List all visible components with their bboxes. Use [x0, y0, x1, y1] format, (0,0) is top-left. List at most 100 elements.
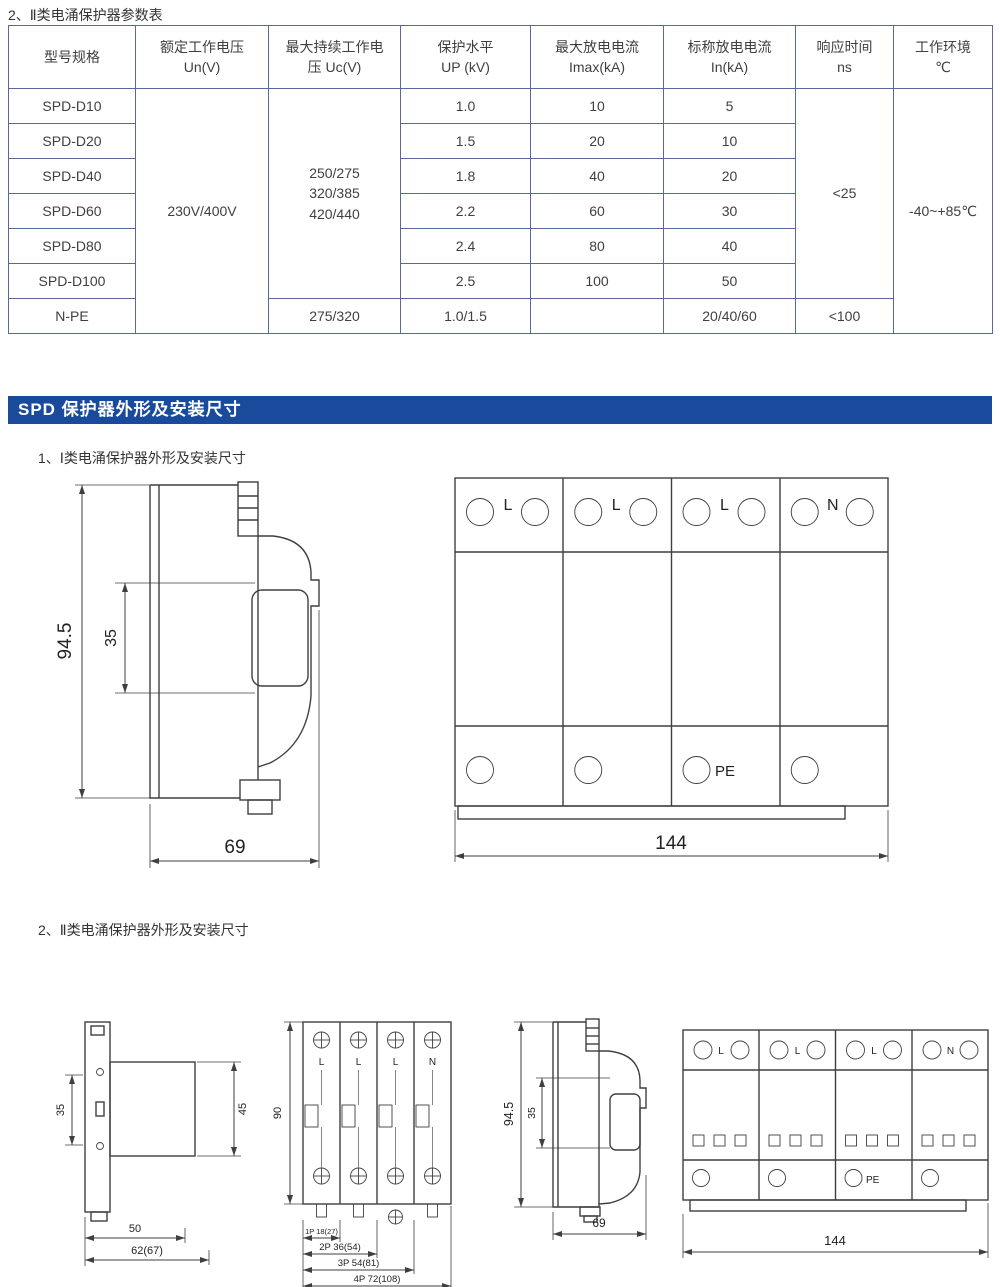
col-header-inom: 标称放电电流 In(kA)	[663, 25, 796, 89]
cell-model: SPD-D10	[8, 88, 136, 124]
col-header-up: 保护水平 UP (kV)	[400, 25, 531, 89]
col-header-model: 型号规格	[8, 25, 136, 89]
cell-uc-merged: 250/275 320/385 420/440	[268, 88, 401, 299]
header-text: ℃	[935, 59, 951, 75]
header-text: Un(V)	[183, 59, 221, 75]
cell-uc: 275/320	[268, 298, 401, 334]
table-row: SPD-D80 2.4 80 40	[8, 228, 993, 264]
header-text: Imax(kA)	[569, 59, 625, 75]
cell-un-merged: 230V/400V	[135, 88, 269, 334]
cell-imax: 100	[530, 263, 664, 299]
cell-up: 1.0	[400, 88, 531, 124]
dim-4p-label: 4P 72(108)	[354, 1274, 401, 1285]
class1-heading: 1、Ⅰ类电涌保护器外形及安装尺寸	[38, 450, 246, 466]
cell-inom: 20	[663, 158, 796, 194]
class1-front-view-drawing: L L L N PE 144	[454, 477, 889, 862]
cell-model: SPD-D20	[8, 123, 136, 159]
dim-w2-label: 62(67)	[131, 1245, 163, 1257]
header-row: 型号规格 额定工作电压 Un(V) 最大持续工作电压 Uc(V) 保护水平 UP (…	[8, 25, 993, 89]
terminal-label-n: N	[947, 1046, 954, 1057]
cell-inom: 50	[663, 263, 796, 299]
cell-imax: 10	[530, 88, 664, 124]
pe-terminal-label: PE	[866, 1175, 880, 1186]
table-row: SPD-D20 1.5 20 10	[8, 123, 993, 159]
class2-rail-side-view-drawing: 94.5 35 69	[502, 1018, 647, 1240]
dim-height-label: 94.5	[502, 1102, 516, 1126]
header-text: 压 Uc(V)	[307, 59, 362, 75]
header-text: In(kA)	[710, 59, 749, 75]
dim-width-label: 144	[655, 833, 687, 854]
header-text: 响应时间	[816, 38, 873, 55]
cell-imax: 60	[530, 193, 664, 229]
cell-model: SPD-D100	[8, 263, 136, 299]
cell-inom: 10	[663, 123, 796, 159]
col-header-un: 额定工作电压 Un(V)	[135, 25, 269, 89]
cell-model: SPD-D60	[8, 193, 136, 229]
terminal-label-l3: L	[871, 1046, 877, 1057]
cell-up: 2.2	[400, 193, 531, 229]
section-banner: SPD 保护器外形及安装尺寸	[8, 396, 992, 424]
header-text: 最大持续工作电	[285, 38, 384, 55]
header-text: 工作环境	[915, 38, 971, 55]
cell-up: 2.5	[400, 263, 531, 299]
pole-label-l1: L	[319, 1057, 325, 1068]
pe-terminal-label: PE	[715, 763, 735, 780]
section-banner-title: SPD 保护器外形及安装尺寸	[18, 400, 242, 419]
uc-line: 420/440	[309, 205, 360, 222]
cell-environment-merged: -40~+85℃	[893, 88, 993, 334]
col-header-response: 响应时间 ns	[795, 25, 894, 89]
header-text: 保护水平	[437, 38, 494, 55]
terminal-label-n: N	[827, 497, 839, 514]
table-row: SPD-D100 2.5 100 50	[8, 263, 993, 299]
pole-label-l2: L	[356, 1057, 362, 1068]
header-text: 最大放电电流	[555, 38, 639, 55]
terminal-label-l2: L	[795, 1046, 801, 1057]
terminal-label-l2: L	[612, 497, 621, 514]
header-text: ns	[837, 59, 852, 75]
table-row: SPD-D60 2.2 60 30	[8, 193, 993, 229]
dim-width-label: 69	[592, 1216, 606, 1230]
dim-rail-label: 35	[55, 1104, 67, 1116]
col-header-uc: 最大持续工作电压 Uc(V)	[268, 25, 401, 89]
col-header-environment: 工作环境 ℃	[893, 25, 993, 89]
dim-rail-label: 35	[103, 629, 120, 647]
uc-line: 250/275	[309, 165, 360, 182]
dim-1p-label: 1P 18(27)	[305, 1227, 338, 1236]
cell-up: 2.4	[400, 228, 531, 264]
cell-inom: 20/40/60	[663, 298, 796, 334]
cell-inom: 30	[663, 193, 796, 229]
header-text: UP (kV)	[441, 59, 490, 75]
cell-model: SPD-D80	[8, 228, 136, 264]
cell-response: <100	[795, 298, 894, 334]
cell-inom: 40	[663, 228, 796, 264]
cell-imax: 80	[530, 228, 664, 264]
header-text: 型号规格	[44, 48, 100, 65]
cell-model: N-PE	[8, 298, 136, 334]
pole-label-l3: L	[393, 1057, 399, 1068]
table-row-npe: N-PE 275/320 1.0/1.5 20/40/60 <100	[8, 298, 993, 334]
header-text: 额定工作电压	[160, 38, 244, 55]
dim-rail-label: 35	[526, 1107, 538, 1119]
terminal-label-l3: L	[720, 497, 729, 514]
dim-height-label: 90	[272, 1107, 284, 1119]
uc-line: 320/385	[309, 185, 360, 202]
dim-2p-label: 2P 36(54)	[319, 1242, 361, 1253]
class1-side-view-drawing: 94.5 35 69	[55, 481, 320, 868]
cell-up: 1.0/1.5	[400, 298, 531, 334]
cell-imax: 20	[530, 123, 664, 159]
cell-imax: 40	[530, 158, 664, 194]
header-text: 标称放电电流	[687, 38, 772, 55]
dim-height-label: 94.5	[55, 623, 76, 660]
table-title: 2、Ⅱ类电涌保护器参数表	[8, 7, 163, 23]
col-header-imax: 最大放电电流 Imax(kA)	[530, 25, 664, 89]
class2-wide-front-view-drawing: L L L N PE 144	[682, 1029, 989, 1258]
cell-inom: 5	[663, 88, 796, 124]
dim-width-label: 144	[824, 1233, 846, 1248]
class2-side-view-drawing: 35 45 50 62(67)	[55, 1021, 249, 1266]
terminal-label-l1: L	[718, 1046, 724, 1057]
dim-w1-label: 50	[129, 1223, 141, 1235]
terminal-label-l1: L	[504, 497, 513, 514]
cell-imax	[530, 298, 664, 334]
table-row: SPD-D40 1.8 40 20	[8, 158, 993, 194]
